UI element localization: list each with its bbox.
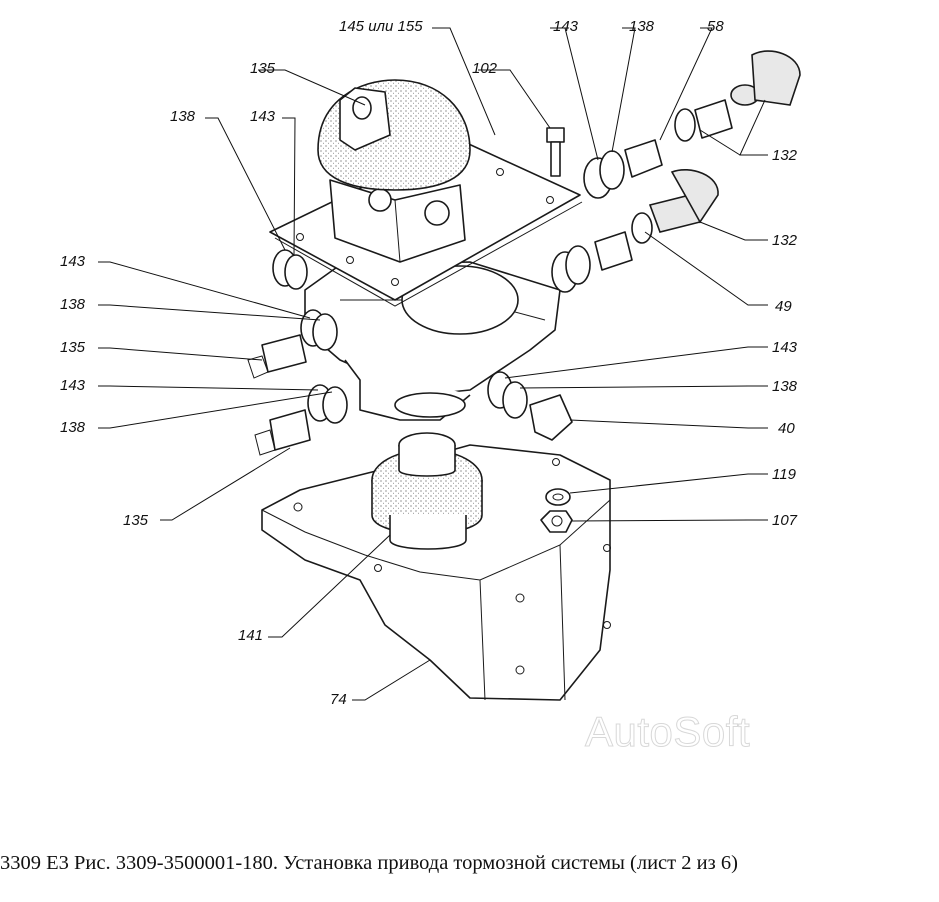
valve-body	[304, 261, 561, 421]
bracket-74	[261, 444, 611, 701]
leader-lines	[98, 27, 768, 701]
fitting-chain-lower-left	[254, 384, 348, 456]
fitting-141	[371, 432, 483, 550]
fitting-chain-upper-left	[272, 249, 308, 290]
callout-138-left-1: 138	[60, 296, 86, 313]
callout-143-left-1: 143	[60, 253, 86, 270]
callout-138-upper-left: 138	[170, 108, 196, 125]
callout-40: 40	[778, 420, 795, 437]
fitting-chain-lower-right	[487, 371, 573, 441]
callout-138-right: 138	[772, 378, 798, 395]
callout-141: 141	[238, 627, 263, 644]
callout-143-upper-left: 143	[250, 108, 276, 125]
callout-145-155: 145 или 155	[339, 18, 423, 35]
callout-143-top: 143	[553, 18, 579, 35]
nut-107	[540, 510, 573, 533]
fitting-chain-top	[583, 50, 801, 199]
callout-135-bottom-left: 135	[123, 512, 149, 529]
washer-119	[545, 488, 571, 506]
callout-143-left-2: 143	[60, 377, 86, 394]
callout-132-a: 132	[772, 147, 798, 164]
callout-138-top: 138	[629, 18, 655, 35]
bolt-102	[546, 127, 565, 177]
dome-cover	[317, 79, 471, 191]
callout-132-b: 132	[772, 232, 798, 249]
callout-49: 49	[775, 298, 792, 315]
callout-labels: 145 или 155 143 138 58 135 102 138 143 1…	[60, 18, 798, 708]
fitting-chain-middle	[551, 168, 719, 293]
callout-135-left: 135	[60, 339, 86, 356]
callout-107: 107	[772, 512, 798, 529]
exploded-parts-diagram: 145 или 155 143 138 58 135 102 138 143 1…	[60, 18, 801, 708]
callout-74: 74	[330, 691, 347, 708]
callout-138-left-2: 138	[60, 419, 86, 436]
callout-119: 119	[772, 466, 797, 483]
figure-caption: 3309 Е3 Рис. 3309-3500001-180. Установка…	[0, 852, 738, 874]
fitting-chain-middle-left	[247, 309, 338, 379]
callout-135-top: 135	[250, 60, 276, 77]
callout-102: 102	[472, 60, 498, 77]
watermark: AutoSoft	[584, 708, 751, 756]
callout-143-right: 143	[772, 339, 798, 356]
callout-58: 58	[707, 18, 724, 35]
